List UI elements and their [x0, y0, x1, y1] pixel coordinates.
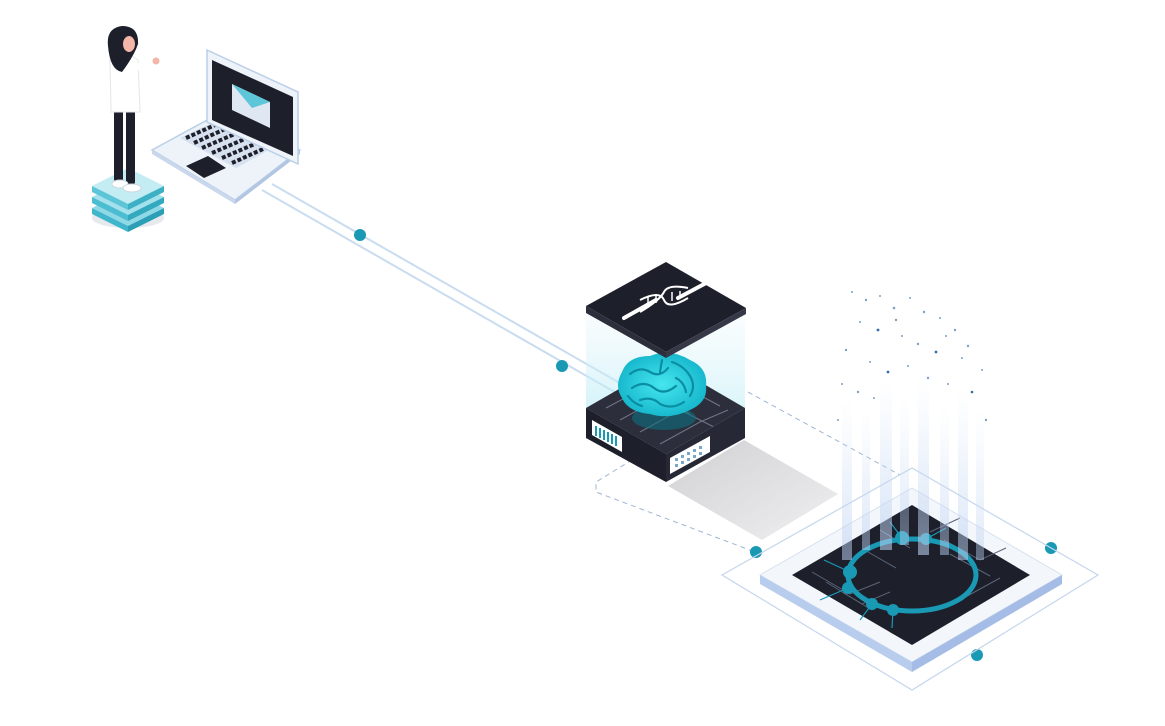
envelope-icon: [232, 84, 270, 128]
connection-node: [971, 649, 983, 661]
server-vent-panel: [670, 436, 710, 474]
server-port-panel: [592, 420, 622, 452]
layer-stack-icon: [92, 168, 164, 232]
touchpad-icon: [186, 156, 226, 178]
person-icon: [92, 26, 164, 232]
connection-node: [750, 546, 762, 558]
server-icon: [586, 262, 746, 482]
laptop-icon: [150, 48, 302, 204]
data-beams: [842, 380, 984, 560]
circuit-chip-icon: [720, 467, 1100, 691]
connection-lines: [261, 183, 1057, 661]
connection-node: [556, 360, 568, 372]
data-particles: [837, 291, 988, 422]
dna-icon: [622, 280, 710, 320]
connection-node: [354, 229, 366, 241]
brain-icon: [618, 352, 707, 417]
